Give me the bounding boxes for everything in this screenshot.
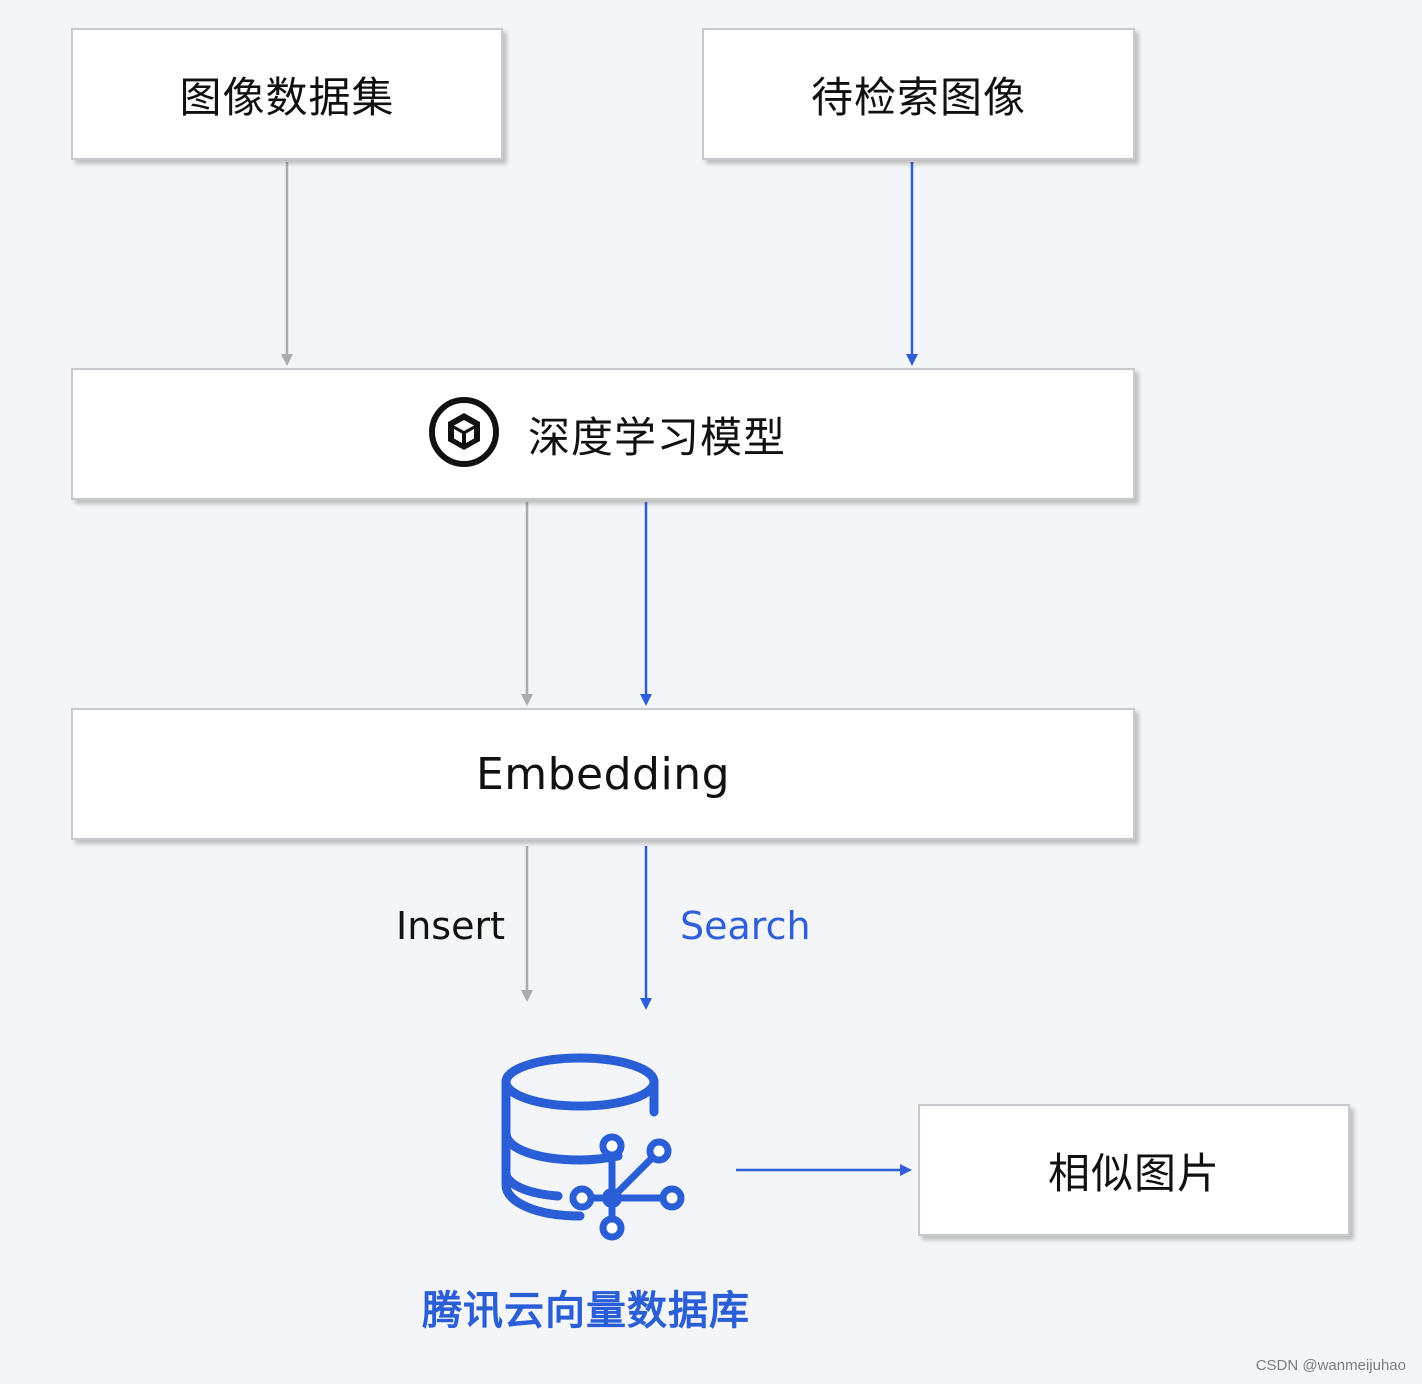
vector-database-label: 腾讯云向量数据库: [422, 1288, 750, 1334]
edge-label-insert: Insert: [396, 904, 505, 948]
node-image-dataset-label: 图像数据集: [179, 72, 395, 122]
node-deep-learning-model: 深度学习模型: [71, 368, 1135, 500]
node-image-dataset: 图像数据集: [71, 28, 503, 160]
watermark: CSDN @wanmeijuhao: [1255, 1357, 1406, 1374]
node-deep-learning-model-label: 深度学习模型: [527, 412, 786, 462]
node-query-image-label: 待检索图像: [810, 72, 1026, 122]
vector-database-icon: [496, 1050, 686, 1249]
node-embedding: Embedding: [71, 708, 1135, 840]
cube-in-circle-icon: [428, 396, 500, 472]
node-embedding-label: Embedding: [475, 748, 731, 800]
node-similar-images: 相似图片: [918, 1104, 1350, 1236]
node-query-image: 待检索图像: [702, 28, 1135, 160]
node-similar-images-label: 相似图片: [1047, 1148, 1220, 1198]
edge-label-search: Search: [680, 904, 811, 948]
